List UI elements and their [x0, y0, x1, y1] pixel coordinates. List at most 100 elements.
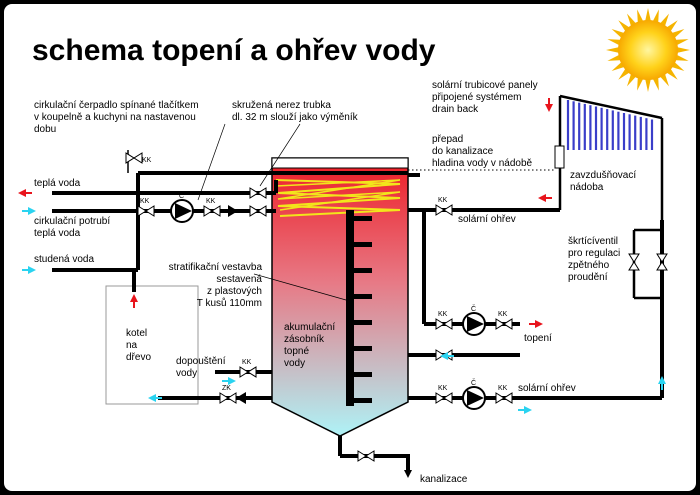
pump-icon: Č: [170, 191, 194, 223]
tank-label-line: topné: [284, 346, 309, 357]
arrow-icon: [545, 98, 553, 112]
arrow-icon: [440, 352, 454, 360]
vent-vessel: [554, 145, 565, 169]
vent-vessel-line: nádoba: [570, 182, 604, 193]
stratification-line: z plastových: [207, 286, 262, 297]
sun-ray: [674, 39, 689, 46]
valve-icon: [249, 187, 267, 199]
pump-note-line: cirkulační čerpadlo spínané tlačítkem: [34, 100, 199, 111]
stratification-insert: [346, 210, 372, 406]
throttle-valve-line: zpětného: [568, 260, 610, 271]
boiler-label-2: na: [126, 340, 138, 351]
heat-exchanger-coil: [275, 179, 401, 217]
valve-icon: KK: [435, 385, 453, 404]
wood-boiler: [105, 285, 199, 405]
solar-panels-line: připojené systémem: [432, 92, 521, 103]
strat-branch: [352, 320, 372, 325]
stratification-line: stratifikační vestavba: [169, 262, 263, 273]
sun-ray: [606, 46, 621, 54]
circulation-pipe-line: cirkulační potrubí: [34, 216, 110, 227]
solar-panels-line: solární trubicové panely: [432, 80, 538, 91]
strat-branch: [352, 268, 372, 273]
sun-ray: [652, 9, 659, 24]
sun-ray: [637, 9, 644, 24]
valve-tag: KK: [498, 385, 508, 392]
tank-label-line: akumulační: [284, 322, 335, 333]
arrow-icon: [22, 207, 36, 215]
diagram-title: schema topení a ohřev vody: [32, 34, 436, 67]
arrow-icon: [148, 394, 162, 402]
sun-ray: [652, 76, 659, 91]
drain-label: kanalizace: [420, 474, 468, 485]
stratification-line: T kusů 110mm: [197, 297, 262, 309]
coil-note-line: dl. 32 m slouží jako výměník: [232, 112, 359, 123]
cold-water-label: studená voda: [34, 254, 94, 265]
valve-tag: KK: [242, 359, 252, 366]
heat-exchanger-coil-back: [275, 179, 401, 211]
boiler-label-1: kotel: [126, 328, 147, 339]
overflow-line: do kanalizace: [432, 146, 494, 157]
arrow-icon: [658, 376, 666, 390]
pump-note-line: v koupelně a kuchyni na nastavenou: [34, 112, 196, 123]
strat-branch: [352, 294, 372, 299]
arrow-icon: [222, 377, 236, 385]
valve-icon: KK: [435, 197, 453, 216]
strat-branch: [352, 372, 372, 377]
overflow-line: přepad: [432, 134, 463, 145]
refill-label-line: dopouštění: [176, 356, 226, 367]
valve-icon: KK: [203, 198, 221, 217]
valve-tag: KK: [142, 157, 152, 164]
sun-ray: [674, 54, 689, 61]
valve-icon: [357, 450, 375, 462]
arrow-icon: [538, 194, 552, 202]
arrow-icon: [22, 266, 36, 274]
sun-ray: [607, 54, 622, 61]
valve-tag: ZK: [222, 385, 231, 392]
valve-tag: KK: [438, 311, 448, 318]
water-level-label: hladina vody v nádobě: [432, 158, 533, 169]
arrow-icon: [18, 189, 32, 197]
check-valve-icon: [236, 392, 246, 404]
valve-icon: ZK: [219, 385, 237, 404]
valve-icon: KK: [239, 359, 257, 378]
leader-line: [259, 123, 301, 187]
strat-column: [346, 210, 354, 406]
tank-label-line: vody: [284, 358, 305, 369]
valve-icon: [125, 152, 143, 164]
pump-tag: Č: [471, 378, 476, 387]
strat-branch: [352, 216, 372, 221]
throttle-valve-line: pro regulaci: [568, 248, 620, 259]
arrow-icon: [130, 294, 138, 308]
sun-ray: [637, 76, 644, 91]
solar-heating-bottom-label: solární ohřev: [518, 383, 576, 394]
arrow-icon: [518, 406, 532, 414]
pump-icon: Č: [462, 304, 486, 336]
vent-vessel-line: zavzdušňovací: [570, 170, 636, 181]
pump-note-line: dobu: [34, 124, 56, 135]
heating-label: topení: [524, 333, 552, 344]
strat-branch: [352, 242, 372, 247]
arrow-icon: [529, 320, 543, 328]
tank-label-line: zásobník: [284, 334, 325, 345]
valve-tag: KK: [140, 198, 150, 205]
strat-branch: [352, 346, 372, 351]
stratification-line: sestavená: [216, 274, 262, 285]
coil-note-line: skružená nerez trubka: [232, 100, 331, 111]
valve-tag: KK: [206, 198, 216, 205]
leader-line: [253, 273, 347, 301]
solar-tube-panel: [566, 100, 654, 150]
valve-tag: KK: [438, 385, 448, 392]
boiler-label-3: dřevo: [126, 352, 151, 363]
refill-label-line: vody: [176, 368, 197, 379]
pump-icon: Č: [462, 378, 486, 410]
leader-line: [197, 123, 226, 201]
valve-icon: [249, 205, 267, 217]
valve-tag: KK: [438, 197, 448, 204]
sun-ray: [644, 77, 652, 92]
arrow-icon: [404, 464, 412, 478]
sun-ray: [675, 46, 690, 54]
throttle-valve-line: proudění: [568, 272, 608, 283]
solar-heating-top-label: solární ohřev: [458, 214, 516, 225]
valve-icon: KK: [137, 198, 155, 217]
